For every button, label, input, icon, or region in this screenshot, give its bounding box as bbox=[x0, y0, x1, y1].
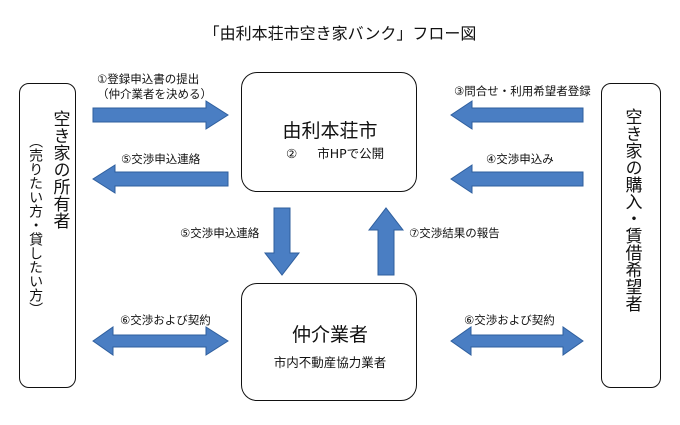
label-step6-left: ⑥交渉および契約 bbox=[120, 313, 211, 327]
label-step6-right: ⑥交渉および契約 bbox=[464, 313, 555, 327]
agent-title: 仲介業者 bbox=[291, 324, 368, 346]
city-sub-number: ② bbox=[286, 146, 298, 161]
label-step5-left: ⑤交渉申込連絡 bbox=[121, 152, 201, 166]
applicant-label: 空き家の購入・賃借希望者 bbox=[621, 108, 642, 312]
arrow-step4 bbox=[450, 164, 584, 194]
owner-main-label: 空き家の所有者 bbox=[49, 110, 70, 229]
label-step4: ④交渉申込み bbox=[486, 152, 554, 166]
city-sub: ② 市HPで公開 bbox=[286, 143, 384, 162]
owner-sub-label: （売りたい方・貸したい方） bbox=[27, 134, 44, 316]
city-title: 由利本荘市 bbox=[282, 120, 378, 142]
label-step3: ③問合せ・利用希望者登録 bbox=[454, 84, 591, 98]
label-step1-line1: ①登録申込書の提出 bbox=[97, 72, 200, 86]
city-box: 由利本荘市 ② 市HPで公開 bbox=[241, 72, 417, 192]
arrow-step6-right bbox=[450, 326, 584, 356]
label-step7: ⑦交渉結果の報告 bbox=[409, 226, 500, 240]
arrow-step1 bbox=[92, 100, 229, 130]
arrow-step5-left bbox=[92, 164, 229, 194]
arrow-step6-left bbox=[92, 326, 229, 356]
label-step1-line2: （仲介業者を決める） bbox=[97, 87, 212, 101]
label-step5-mid: ⑤交渉申込連絡 bbox=[180, 226, 260, 240]
arrow-step7-up bbox=[367, 207, 405, 276]
owner-box: 空き家の所有者 （売りたい方・貸したい方） bbox=[19, 83, 76, 388]
agent-sub: 市内不動産協力業者 bbox=[273, 355, 387, 370]
agent-box: 仲介業者 市内不動産協力業者 bbox=[241, 283, 417, 401]
arrow-step3 bbox=[450, 100, 584, 130]
applicant-box: 空き家の購入・賃借希望者 bbox=[601, 83, 661, 388]
diagram-title: 「由利本荘市空き家バンク」フロー図 bbox=[203, 24, 477, 43]
arrow-step5-down bbox=[263, 207, 301, 276]
city-sub-text: 市HPで公開 bbox=[317, 146, 385, 161]
